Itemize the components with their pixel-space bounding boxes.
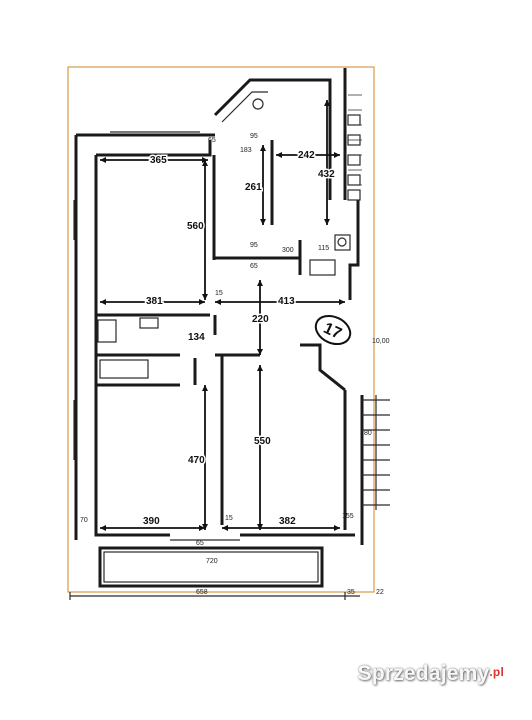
wall-hatching	[347, 94, 362, 201]
mark-115: 115	[318, 245, 329, 252]
mark-15a: 15	[215, 290, 223, 297]
dim-381: 381	[146, 296, 163, 307]
mark-65c: 65	[196, 540, 204, 547]
angled-entry	[213, 78, 275, 123]
dim-365: 365	[150, 155, 167, 166]
mark-95b: 95	[250, 242, 258, 249]
balcony-width: 720	[206, 558, 218, 565]
dim-242: 242	[298, 150, 315, 161]
staircase	[362, 395, 390, 510]
dim-550: 550	[254, 436, 271, 447]
interior-walls	[96, 140, 351, 525]
mark-35: 35	[347, 589, 355, 596]
mark-183: 183	[240, 147, 252, 154]
overall-width: 658	[196, 589, 208, 596]
dim-134: 134	[188, 332, 205, 343]
site-watermark: Sprzedajemy.pl	[358, 662, 504, 686]
mark-15b: 15	[225, 515, 233, 522]
mark-65a: 65	[208, 137, 216, 144]
mark-95: 95	[250, 133, 258, 140]
dim-220: 220	[252, 314, 269, 325]
outer-walls	[74, 68, 364, 545]
watermark-text: Sprzedajemy	[357, 662, 490, 685]
dim-470: 470	[188, 455, 205, 466]
mark-155: 155	[342, 513, 354, 520]
dimension-labels: 365 560 261 242 432 381 413 220 134 470 …	[142, 149, 337, 529]
mark-70: 70	[80, 517, 88, 524]
unit-number: 17	[321, 320, 344, 343]
mark-65b: 65	[250, 263, 258, 270]
plan-frame	[67, 66, 375, 593]
mark-10: 10,00	[372, 338, 390, 345]
dim-382: 382	[279, 516, 296, 527]
dim-432: 432	[318, 169, 335, 180]
mark-300: 300	[282, 247, 294, 254]
overall-right: 22	[376, 589, 384, 596]
windows	[73, 131, 240, 541]
small-marks: 65 95 183 300 95 115 65 15 70 15 155 65 …	[80, 133, 390, 596]
dim-413: 413	[278, 296, 295, 307]
dimension-lines	[69, 100, 360, 600]
dim-390: 390	[143, 516, 160, 527]
balcony	[98, 546, 324, 588]
unit-circle	[314, 314, 352, 346]
dim-261: 261	[245, 182, 262, 193]
dim-560: 560	[187, 221, 204, 232]
mark-80: 80	[364, 430, 372, 437]
watermark-dot-pl: .pl	[489, 665, 504, 679]
